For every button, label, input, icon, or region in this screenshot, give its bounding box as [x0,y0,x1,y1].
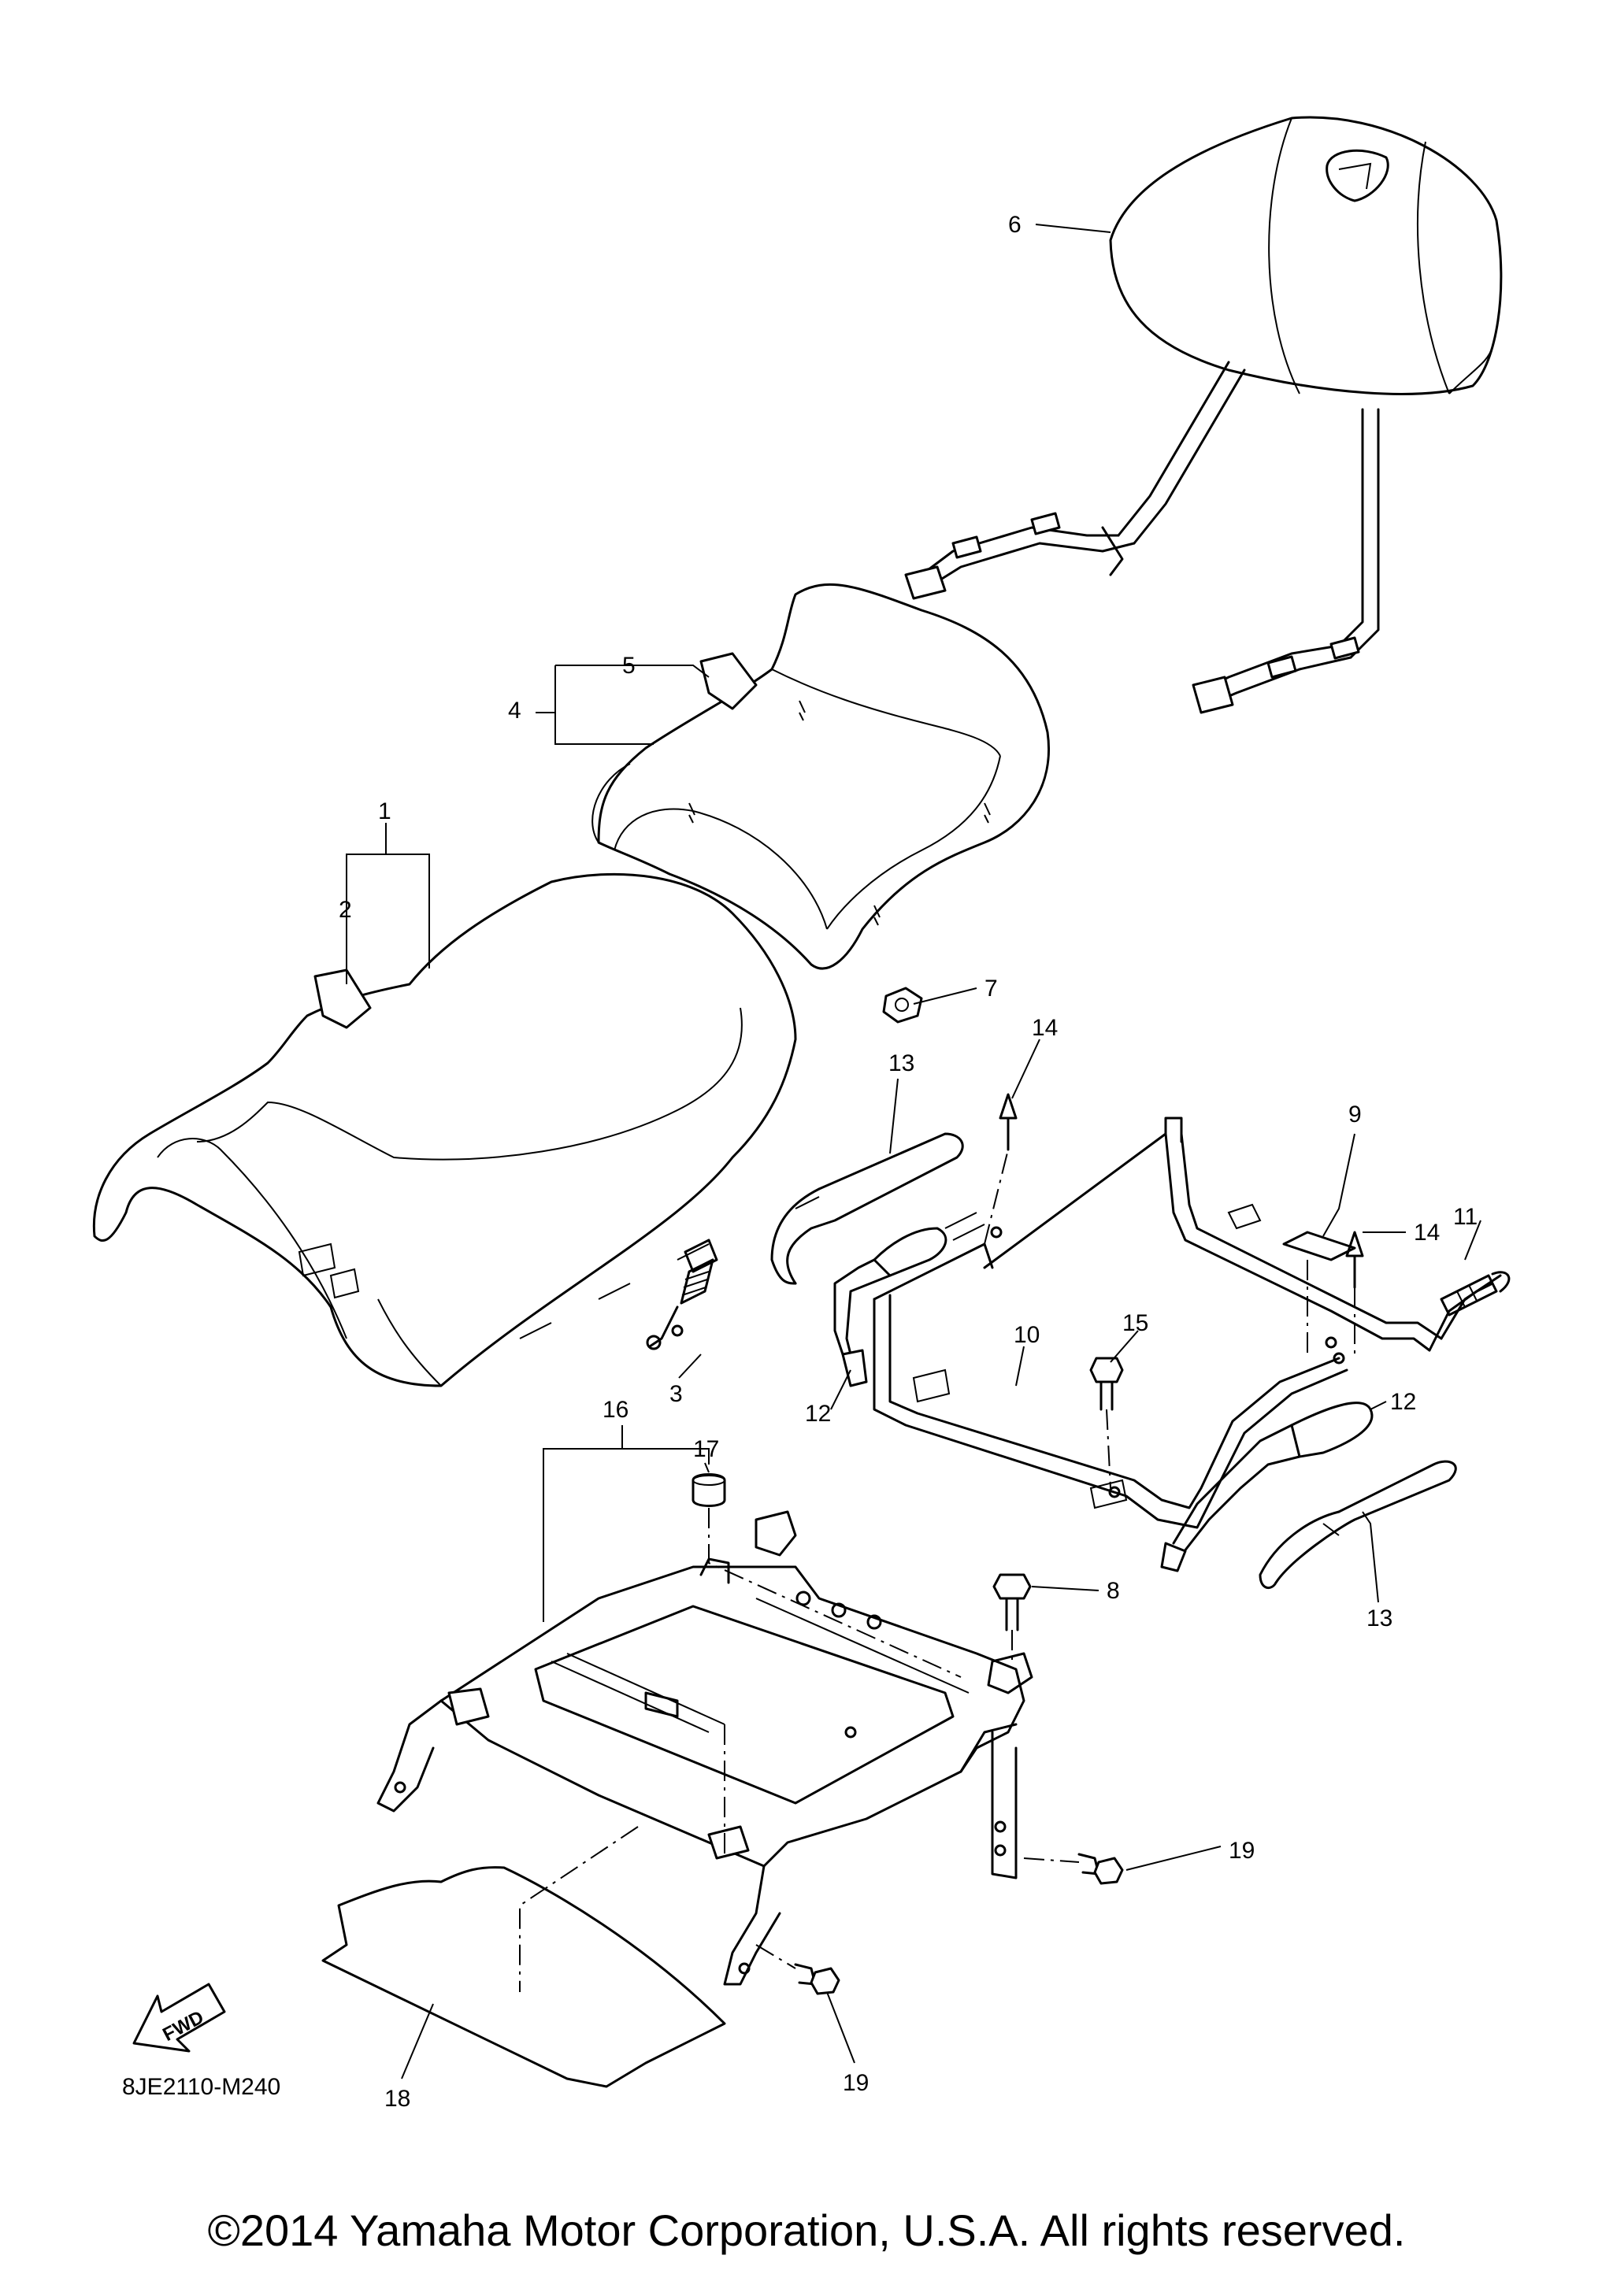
leader-lines [346,224,1481,2079]
seat-frame-part [873,1117,1502,1529]
hose-upper-part [770,1132,964,1285]
assembly-lines [519,1149,1355,1992]
hose-lower-part [1259,1460,1457,1589]
callout-13a: 13 [888,1050,914,1076]
callout-4: 4 [508,698,521,724]
spring-part [646,1239,718,1350]
callout-18: 18 [384,2086,410,2112]
backrest-part [904,116,1503,714]
callout-3: 3 [669,1381,683,1407]
callout-12a: 12 [805,1401,831,1427]
cable-lower-part [1160,1402,1374,1572]
bolt-15-part [1089,1357,1124,1411]
clip-parts [999,1093,1364,1289]
callout-10: 10 [1014,1322,1040,1348]
callout-2: 2 [339,897,352,923]
callout-1: 1 [378,798,391,824]
callout-15: 15 [1122,1310,1148,1336]
seat-base-part [376,1510,1033,1986]
callout-6: 6 [1008,212,1022,238]
callout-9: 9 [1348,1102,1362,1128]
rider-seat-part [92,872,797,1387]
nut-part [882,987,923,1024]
callout-7: 7 [984,976,998,1002]
callout-labels: 1 2 3 4 5 6 7 8 9 10 11 12 12 13 13 14 1… [339,212,1478,2112]
tray-part [321,1866,726,2088]
fwd-arrow-icon: FWD [132,1983,226,2053]
label-part [1282,1231,1356,1261]
callout-14b: 14 [1414,1220,1440,1246]
grommet-part [1440,1271,1511,1316]
callout-8: 8 [1107,1578,1120,1604]
cable-upper-part [833,1227,947,1387]
damper-part [692,1473,726,1507]
copyright-notice: ©2014 Yamaha Motor Corporation, U.S.A. A… [207,2205,1406,2255]
callout-17: 17 [693,1436,719,1462]
callout-11: 11 [1453,1204,1478,1230]
diagram-code: 8JE2110-M240 [122,2074,280,2100]
callout-12b: 12 [1390,1389,1416,1415]
bolt-8-part [992,1573,1032,1631]
callout-13b: 13 [1366,1605,1392,1631]
callout-5: 5 [622,653,636,679]
callout-16: 16 [603,1397,629,1423]
callout-19a: 19 [1229,1838,1255,1864]
callout-14a: 14 [1032,1015,1058,1041]
callout-19b: 19 [843,2070,869,2096]
passenger-seat-part [591,583,1050,970]
bolt-19-parts [794,1853,1124,1995]
